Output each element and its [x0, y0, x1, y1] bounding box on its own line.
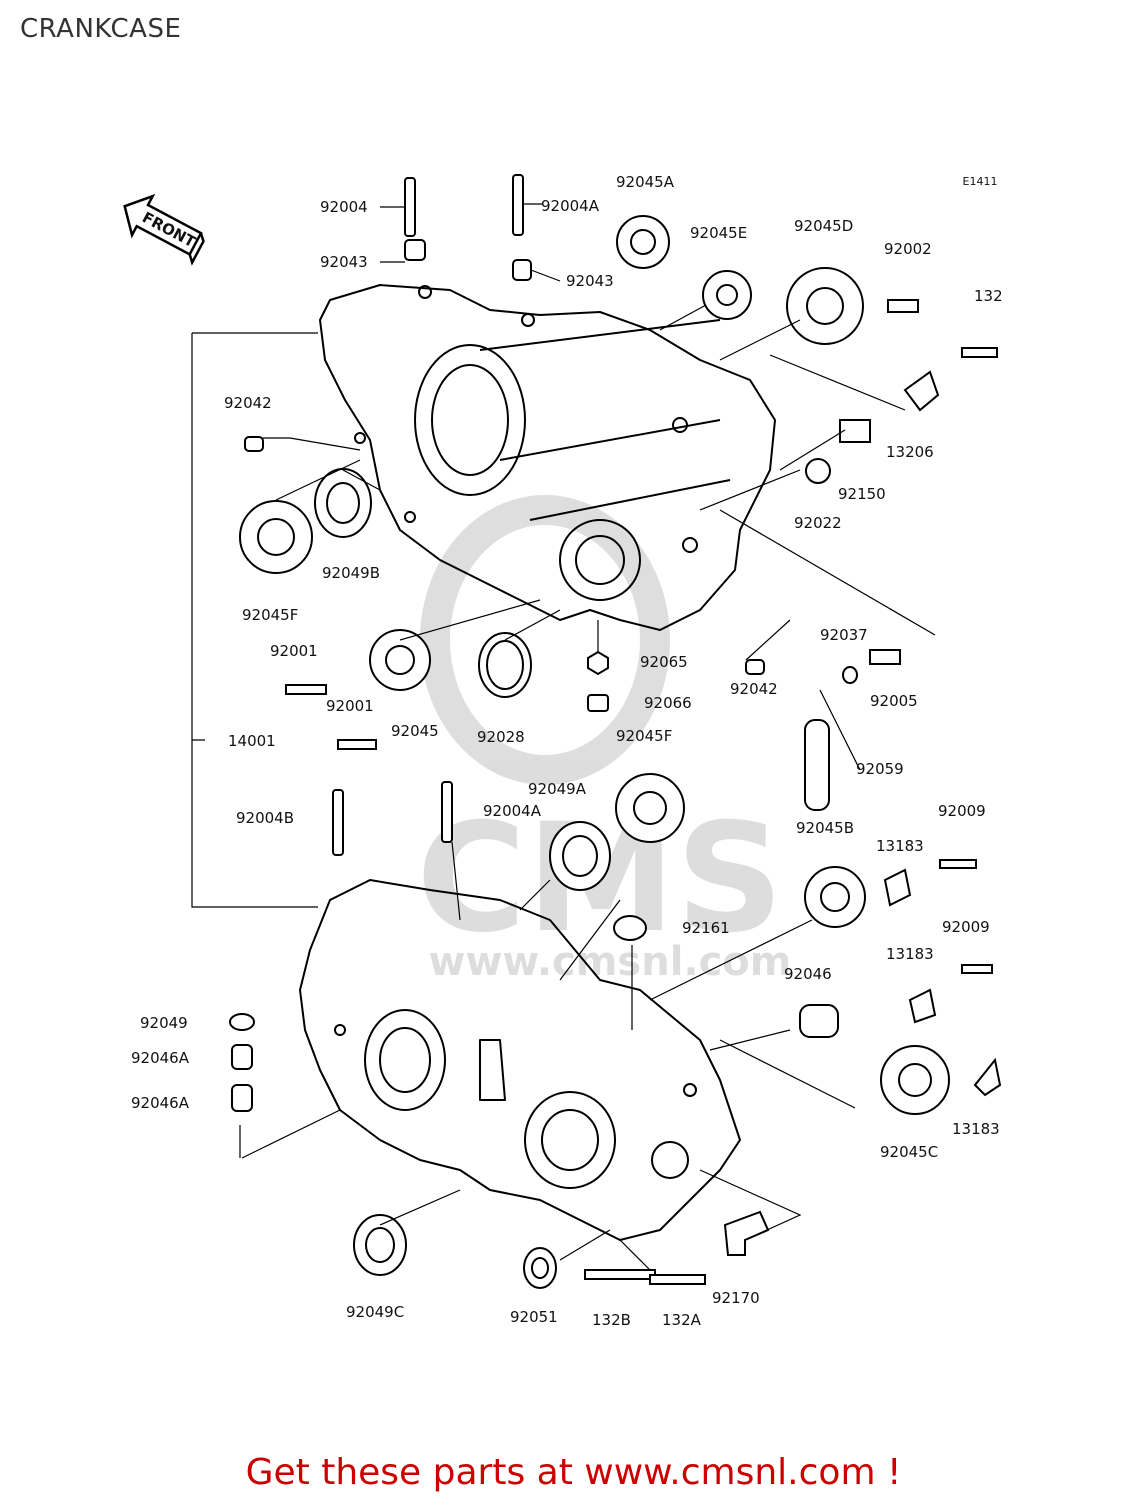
part-label: 13206 [886, 443, 934, 461]
part-label: 92049A [528, 780, 587, 798]
collar-92046a-icon [231, 1044, 253, 1112]
stud-92004a-lower-icon [441, 781, 453, 843]
part-label: 92005 [870, 692, 918, 710]
bearing-92045-icon [369, 629, 431, 691]
bracket-13183-icon [883, 868, 1002, 1097]
part-label: 92045A [616, 173, 675, 191]
part-label: 92042 [224, 394, 272, 412]
part-label: 92004B [236, 809, 294, 827]
part-label: 92001 [270, 642, 318, 660]
part-label: 92004A [541, 197, 600, 215]
part-label: 132A [662, 1311, 702, 1329]
bolt-92001-icon [285, 684, 377, 750]
stud-92004b-icon [332, 789, 344, 856]
seal-92049c-icon [353, 1214, 407, 1276]
part-label: 92043 [566, 272, 614, 290]
part-label: 92051 [510, 1308, 558, 1326]
part-label: 92009 [942, 918, 990, 936]
seal-92049b-icon [314, 468, 372, 538]
component-drawings [229, 174, 1002, 1289]
part-label: 92170 [712, 1289, 760, 1307]
lower-crankcase [299, 879, 741, 1241]
part-label: 92161 [682, 919, 730, 937]
part-label: 92004A [483, 802, 542, 820]
part-label: 92045C [880, 1143, 938, 1161]
cap-92161-icon [613, 915, 647, 941]
fitting-92005-icon [869, 649, 901, 665]
washer-92022-icon [805, 458, 831, 484]
part-label: 92049 [140, 1014, 188, 1032]
ref-code: E1411 [963, 175, 998, 188]
part-label: 92022 [794, 514, 842, 532]
part-label: 92028 [477, 728, 525, 746]
front-arrow-icon: FRONT [123, 193, 205, 266]
bearing-92045d-icon [786, 267, 864, 345]
part-label: 13183 [886, 945, 934, 963]
part-label: 92045E [690, 224, 747, 242]
promo-link[interactable]: Get these parts at www.cmsnl.com ! [245, 1452, 902, 1493]
part-label: 92045F [616, 727, 672, 745]
part-label: 92065 [640, 653, 688, 671]
watermark-url: www.cmsnl.com [429, 939, 792, 985]
leader-lines [191, 203, 936, 1271]
bearing-92045a-icon [616, 215, 670, 269]
sleeve-92028-icon [478, 632, 532, 698]
part-label: 92059 [856, 760, 904, 778]
bearing-92045c-icon [880, 1045, 950, 1115]
bearing-92045f-icon [239, 500, 313, 574]
part-label: 92045B [796, 819, 854, 837]
bearing-92045b-icon [804, 866, 866, 928]
bracket-13206-icon [903, 370, 940, 412]
bolt-132a-icon [649, 1274, 706, 1285]
part-label: 92045D [794, 217, 853, 235]
part-label: 92046 [784, 965, 832, 983]
plug-92066-icon [587, 694, 609, 712]
fitting-92150-icon [839, 419, 871, 443]
upper-crankcase [319, 284, 776, 631]
part-labels: 92004 92004A 92045A 92043 92043 92045E 9… [131, 173, 1003, 1329]
promo-banner[interactable]: Get these parts at www.cmsnl.com ! [0, 1452, 1147, 1493]
bracket-92170-icon [723, 1210, 770, 1256]
bearing-92045f-lower-icon [615, 773, 685, 843]
bearing-92045e-icon [702, 270, 752, 320]
part-label: 92049C [346, 1303, 404, 1321]
bolt-132-icon [961, 347, 998, 358]
part-label: 92042 [730, 680, 778, 698]
stud-92004-icon [404, 177, 416, 237]
part-label: 92009 [938, 802, 986, 820]
part-label: 92043 [320, 253, 368, 271]
part-label: 92004 [320, 198, 368, 216]
part-label: 92049B [322, 564, 380, 582]
bolt-132b-icon [584, 1269, 656, 1280]
bolt-92002-icon [887, 299, 919, 313]
part-label: 92066 [644, 694, 692, 712]
screw-92009-icon [939, 859, 993, 974]
part-label: 92046A [131, 1049, 190, 1067]
washer-92049-icon [229, 1013, 255, 1031]
part-label: 13183 [876, 837, 924, 855]
part-label: 92045F [242, 606, 298, 624]
needle-bearing-92046-icon [799, 1004, 839, 1038]
nut-92065-icon [587, 650, 609, 676]
part-label: 92001 [326, 697, 374, 715]
part-label: 132B [592, 1311, 631, 1329]
oring-92037-icon [842, 666, 858, 684]
seal-92049a-icon [549, 821, 611, 891]
hose-92059-icon [804, 719, 830, 811]
seal-92051-icon [523, 1247, 557, 1289]
part-label: 92150 [838, 485, 886, 503]
part-label: 92046A [131, 1094, 190, 1112]
dowel-92042-icon [244, 436, 765, 675]
dowel-92043-icon [404, 239, 532, 281]
stud-92004a-icon [512, 174, 524, 236]
part-label: 92037 [820, 626, 868, 644]
watermark: CMS www.cmsnl.com [416, 495, 792, 985]
part-label: 92045 [391, 722, 439, 740]
part-label: 14001 [228, 732, 276, 750]
part-label: 13183 [952, 1120, 1000, 1138]
part-label: 132 [974, 287, 1003, 305]
page-title: CRANKCASE [20, 14, 182, 44]
part-label: 92002 [884, 240, 932, 258]
